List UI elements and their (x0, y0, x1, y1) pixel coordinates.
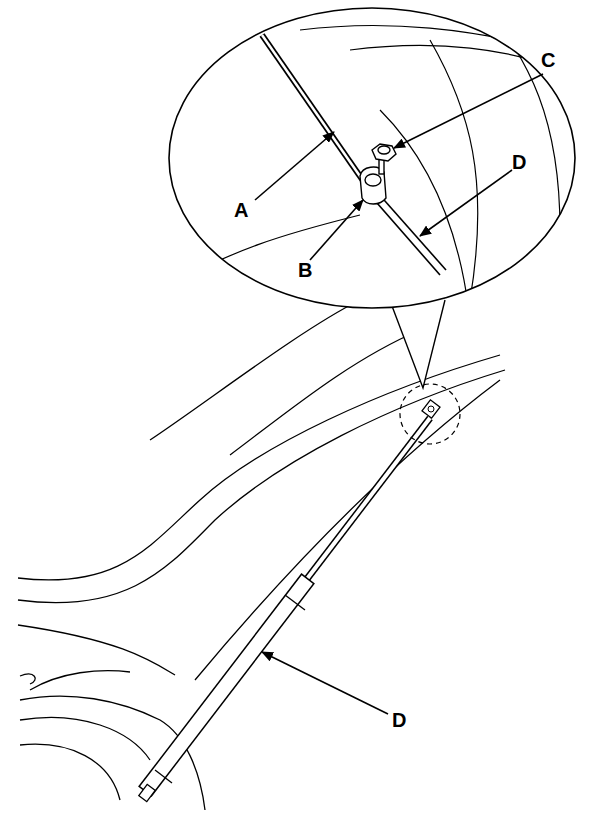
support-rod (262, 35, 364, 182)
callout-letter: B (298, 260, 312, 280)
detail-circle (400, 384, 460, 444)
callout-letter: D (512, 152, 526, 172)
zoom-pointer (392, 300, 445, 388)
callout-letter: D (392, 710, 406, 730)
leader-lines (255, 74, 543, 714)
zoom-bubble (169, 8, 575, 308)
gas-strut (139, 400, 440, 802)
zoom-detail (150, 0, 590, 320)
callout-letter: C (541, 50, 555, 70)
callout-letter: A (234, 200, 248, 220)
body-lines (18, 300, 505, 810)
ball-joint (360, 144, 396, 204)
